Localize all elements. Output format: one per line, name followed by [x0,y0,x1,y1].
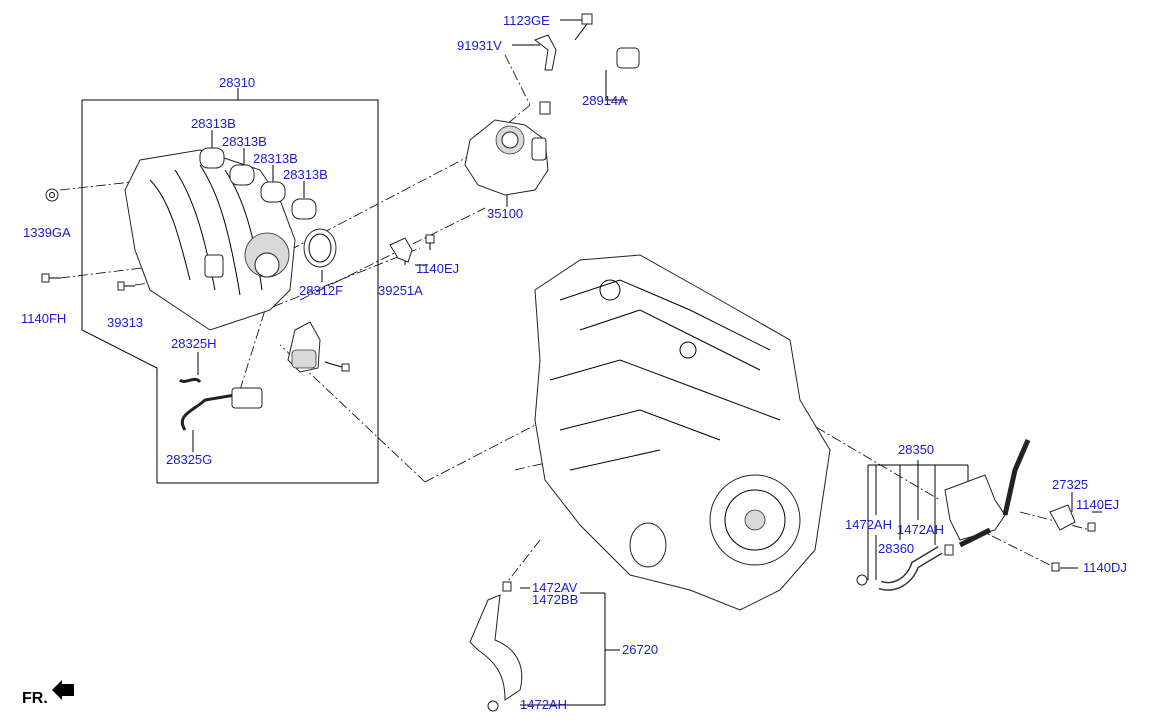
callout-28313B-4[interactable]: 28313B [283,167,328,182]
front-arrow-icon [52,680,74,700]
callout-28360[interactable]: 28360 [878,541,915,556]
callout-1472AV[interactable]: 1472AV [532,580,578,595]
callout-1472AH-2[interactable]: 1472AH [897,522,944,537]
callout-28313B-1[interactable]: 28313B [191,116,236,131]
callout-28310[interactable]: 28310 [219,75,256,90]
callout-28325G[interactable]: 28325G [166,452,213,467]
callout-1472AH-3[interactable]: 1472AH [520,697,567,712]
engine-block [534,254,831,611]
callout-1123GE[interactable]: 1123GE [503,13,550,28]
callout-39313[interactable]: 39313 [107,315,144,330]
callout-35100[interactable]: 35100 [487,206,524,221]
callout-26720[interactable]: 26720 [622,642,659,657]
callout-28313B-3[interactable]: 28313B [253,151,298,166]
callout-1140EJ-a[interactable]: 1140EJ [416,261,460,276]
callout-1339GA[interactable]: 1339GA [23,225,71,240]
callout-1472BB[interactable]: 1472BB [532,592,579,607]
callout-1140EJ-b[interactable]: 1140EJ [1076,497,1120,512]
callout-1140FH[interactable]: 1140FH [21,311,67,326]
callout-28350[interactable]: 28350 [898,442,935,457]
front-direction-label: FR. [22,690,48,707]
callout-1472AH-1[interactable]: 1472AH [845,517,892,532]
water-pipe [944,474,1006,541]
callout-28313B-2[interactable]: 28313B [222,134,267,149]
callout-39251A[interactable]: 39251A [378,283,423,298]
callout-28325H[interactable]: 28325H [171,336,217,351]
callout-27325[interactable]: 27325 [1052,477,1089,492]
callout-91931V[interactable]: 91931V [457,38,502,53]
callout-28312F[interactable]: 28312F [299,283,344,298]
callout-28914A[interactable]: 28914A [582,93,627,108]
manifold-group-frame [81,99,379,484]
callout-1140DJ[interactable]: 1140DJ [1083,560,1127,575]
throttle-body [464,119,549,196]
breather-hose [469,594,523,701]
